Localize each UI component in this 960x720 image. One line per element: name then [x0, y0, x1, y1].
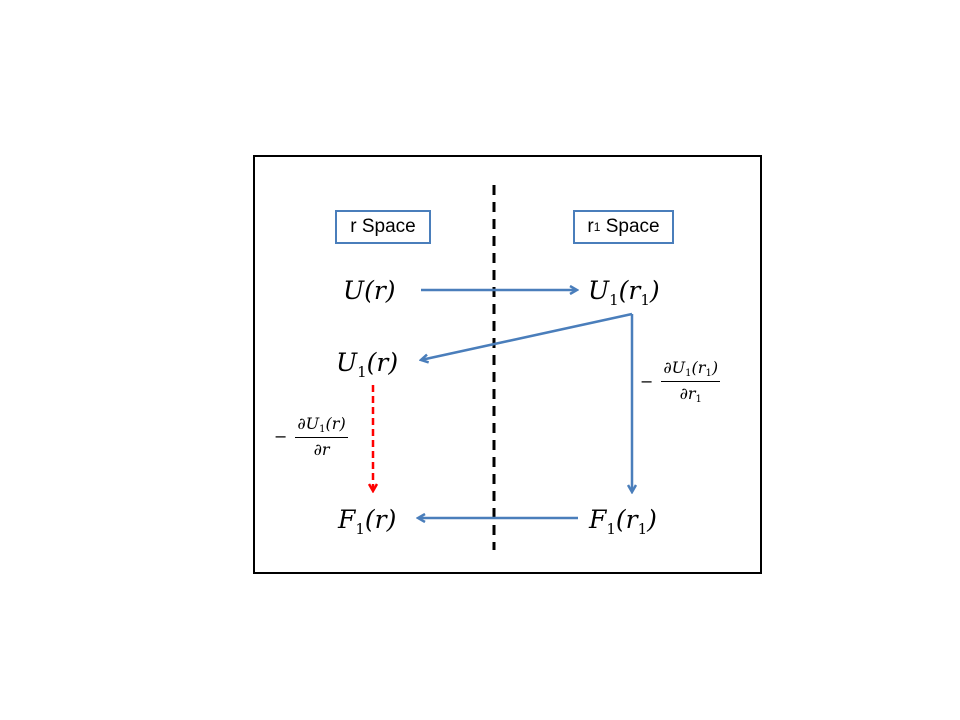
- node-U1-r: U1(r): [336, 350, 398, 380]
- node-argsub: 1: [640, 291, 650, 309]
- node-sub: 1: [606, 520, 616, 538]
- minus-sign: −: [640, 372, 654, 391]
- r-space-symbol: r: [350, 216, 357, 237]
- diagram-frame: [253, 155, 762, 574]
- node-func: U: [336, 348, 358, 377]
- fraction-numerator: ∂U1(r1): [661, 358, 721, 382]
- fraction-numerator: ∂U1(r): [295, 414, 348, 438]
- derivative-label-r1: − ∂U1(r1) ∂r1: [640, 358, 721, 405]
- node-F1-r: F1(r): [338, 507, 396, 537]
- node-func: F: [589, 505, 607, 534]
- den-sub: 1: [695, 394, 702, 405]
- minus-sign: −: [274, 427, 288, 446]
- arrow-U1r1-to-U1r: [421, 312, 633, 360]
- r1-space-subscript: 1: [593, 220, 601, 234]
- node-func: U: [588, 276, 610, 305]
- node-arg: (r): [364, 505, 397, 534]
- node-func: U: [343, 276, 365, 305]
- node-arg: (r): [366, 348, 399, 377]
- node-F1-r1: F1(r1): [589, 507, 657, 537]
- node-arg: (r): [364, 276, 396, 305]
- fraction-denominator: ∂r: [314, 438, 330, 459]
- den-part: ∂r: [679, 384, 696, 403]
- node-close: ): [649, 276, 660, 305]
- node-sub: 1: [357, 363, 367, 381]
- node-arg: (r: [615, 505, 638, 534]
- num-sub: 1: [685, 368, 692, 379]
- fraction-denominator: ∂r1: [680, 382, 702, 405]
- node-sub: 1: [609, 291, 619, 309]
- num-sub: 1: [705, 368, 712, 379]
- derivative-label-r: − ∂U1(r) ∂r: [274, 414, 348, 459]
- r1-space-symbol: r: [587, 216, 594, 237]
- r-space-label: r Space: [335, 210, 431, 244]
- num-part: ∂U: [297, 414, 320, 433]
- node-sub: 1: [355, 520, 365, 538]
- node-argsub: 1: [637, 520, 648, 538]
- node-close: ): [647, 505, 657, 534]
- num-part: (r: [691, 358, 706, 377]
- num-part: ): [711, 358, 719, 377]
- node-U1-r1: U1(r1): [588, 278, 660, 308]
- num-sub: 1: [319, 424, 326, 435]
- node-arg: (r: [618, 276, 641, 305]
- r-space-text: Space: [356, 216, 416, 237]
- den-part: ∂r: [313, 440, 330, 459]
- num-part: (r): [325, 414, 346, 433]
- r1-space-text: Space: [600, 216, 660, 237]
- node-U-r: U(r): [343, 278, 396, 303]
- num-part: ∂U: [663, 358, 686, 377]
- node-func: F: [338, 505, 356, 534]
